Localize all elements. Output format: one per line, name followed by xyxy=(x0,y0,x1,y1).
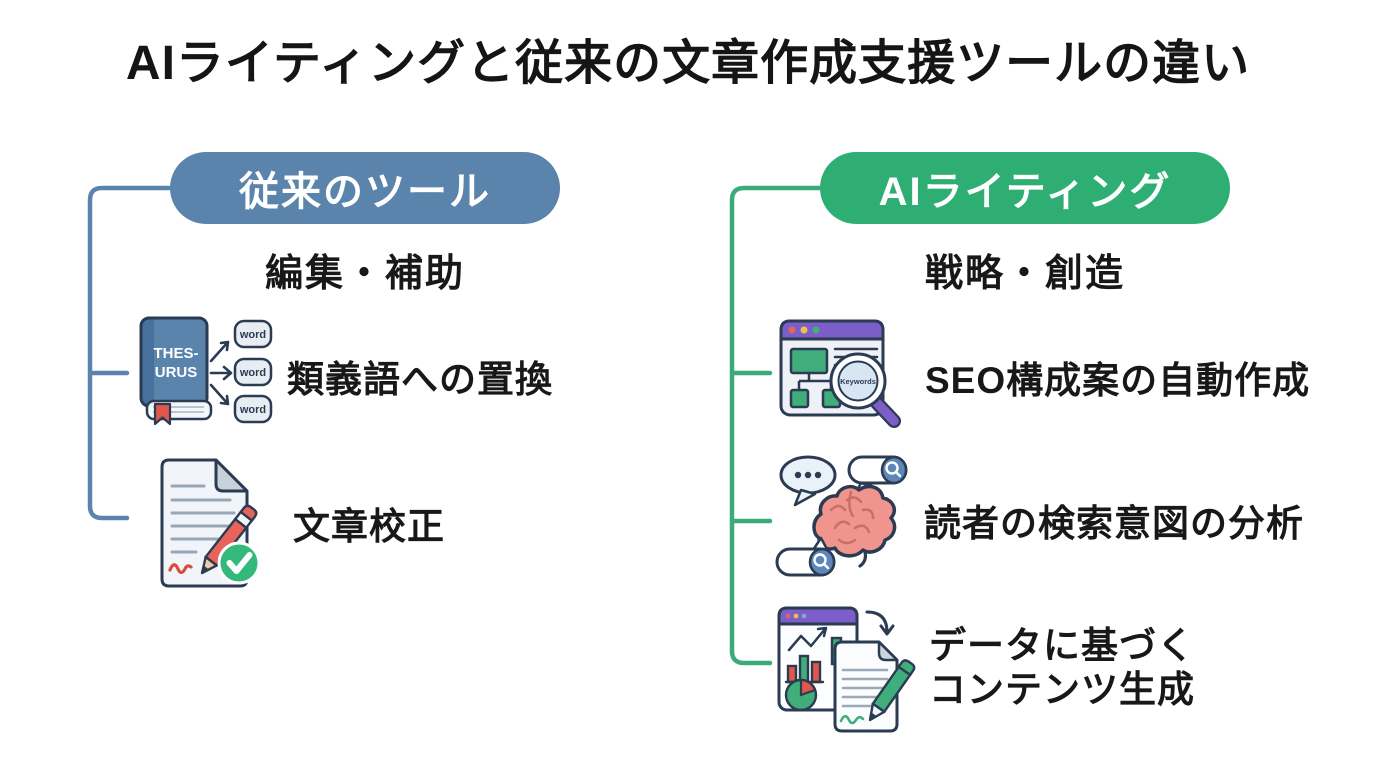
speech-bubble-icon xyxy=(779,455,837,507)
traditional-item-proofread: 文章校正 xyxy=(152,456,445,590)
red-correction-squiggle xyxy=(168,563,193,575)
curved-arrow-icon xyxy=(865,610,895,636)
item-label: SEO構成案の自動作成 xyxy=(925,360,1311,401)
search-bar-bubble-icon xyxy=(775,536,836,577)
ai-subtitle: 戦略・創造 xyxy=(924,252,1125,295)
text-lines xyxy=(170,484,236,554)
traditional-item-synonym: THES- URUS word word word 類義語への置換 xyxy=(138,315,553,437)
green-signature-squiggle xyxy=(839,714,865,725)
check-mark-icon xyxy=(226,552,253,574)
ai-item-seo: Keywords SEO構成案の自動作成 xyxy=(778,318,1310,436)
traditional-header-pill: 従来のツール xyxy=(170,152,560,224)
svg-text:word: word xyxy=(239,404,266,416)
magnifier-label: Keywords xyxy=(840,377,876,386)
book-title-line1: THES- xyxy=(154,345,199,362)
arrow-icons xyxy=(209,340,233,406)
item-label-line2: コンテンツ生成 xyxy=(929,669,1195,710)
check-circle-icon xyxy=(217,541,261,585)
item-label: 文章校正 xyxy=(293,506,445,547)
svg-text:word: word xyxy=(239,367,266,379)
browser-titlebar xyxy=(779,319,885,341)
bookmark-ribbon-icon xyxy=(153,402,172,426)
svg-text:word: word xyxy=(239,329,266,341)
proofread-document-icon xyxy=(160,458,261,588)
traditional-subtitle: 編集・補助 xyxy=(264,252,465,295)
keywords-magnifier-icon: Keywords xyxy=(829,352,901,428)
book-title-line2: URUS xyxy=(155,364,198,381)
ai-header-label: AIライティング xyxy=(878,170,1172,214)
seo-keywords-browser-icon: Keywords xyxy=(779,319,901,428)
item-label: 読者の検索意図の分析 xyxy=(924,502,1304,544)
item-label: 類義語への置換 xyxy=(287,359,553,400)
item-label-line1: データに基づく xyxy=(929,625,1195,667)
ai-header-pill: AIライティング xyxy=(820,152,1230,224)
ai-item-intent: 読者の検索意図の分析 xyxy=(775,452,1304,587)
thesaurus-book-icon: THES- URUS word word word xyxy=(139,316,273,426)
flowchart-block xyxy=(789,347,829,375)
brain-icon xyxy=(812,484,897,568)
traditional-header-label: 従来のツール xyxy=(239,170,491,214)
page-title: AIライティングと従来の文章作成支援ツールの違い xyxy=(125,37,1251,90)
word-chip-icons: word word word xyxy=(233,319,273,424)
brain-search-intent-icon xyxy=(775,455,908,577)
item-label: データに基づく コンテンツ生成 xyxy=(929,624,1195,711)
ai-item-datagen: データに基づく コンテンツ生成 xyxy=(775,598,1195,738)
green-pen-icon xyxy=(868,659,916,722)
data-chart-document-icon xyxy=(777,606,916,733)
